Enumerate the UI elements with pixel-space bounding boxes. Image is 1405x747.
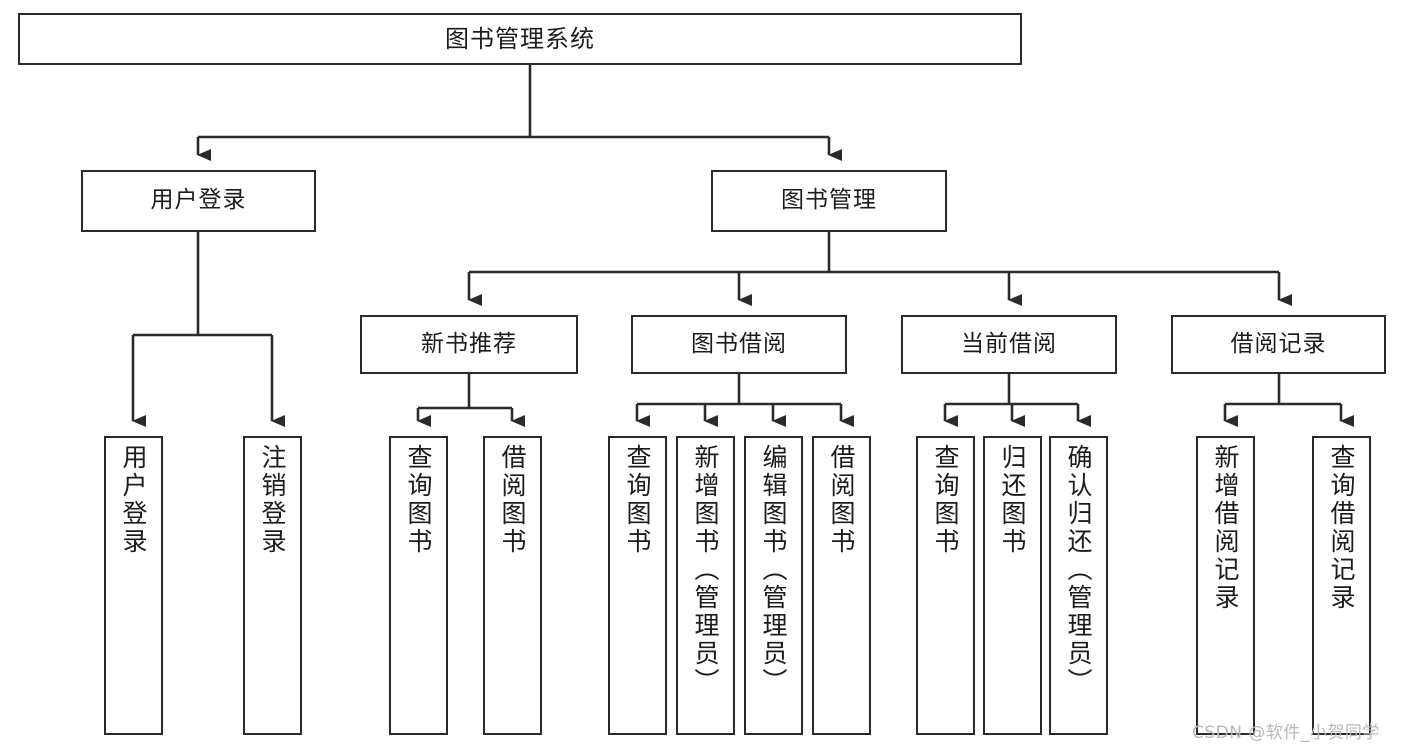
node-label: 图书管理 [781, 187, 877, 214]
node-label: 借阅图书 [498, 444, 527, 556]
leaf-current-confirm-return-admin[interactable]: 确认归还（管理员） [1049, 436, 1108, 735]
node-label: 编辑图书（管理员） [759, 444, 788, 696]
node-label: 确认归还（管理员） [1064, 444, 1093, 696]
leaf-current-return-book[interactable]: 归还图书 [983, 436, 1042, 735]
node-label: 图书借阅 [691, 330, 787, 357]
node-label: 借阅记录 [1230, 330, 1327, 357]
node-current-borrow[interactable]: 当前借阅 [901, 315, 1117, 374]
leaf-recommend-borrow-book[interactable]: 借阅图书 [483, 436, 542, 735]
leaf-current-query-book[interactable]: 查询图书 [916, 436, 975, 735]
leaf-record-add-record[interactable]: 新增借阅记录 [1196, 436, 1255, 735]
node-label: 图书管理系统 [445, 24, 595, 53]
node-label: 用户登录 [150, 187, 247, 214]
node-label: 新增借阅记录 [1211, 444, 1240, 612]
leaf-borrow-query-book[interactable]: 查询图书 [608, 436, 667, 735]
leaf-recommend-query-book[interactable]: 查询图书 [389, 436, 448, 735]
node-book-borrow[interactable]: 图书借阅 [631, 315, 847, 374]
node-label: 新增图书（管理员） [691, 444, 720, 696]
node-label: 注销登录 [258, 444, 287, 556]
node-root-book-management-system[interactable]: 图书管理系统 [18, 13, 1022, 65]
node-label: 查询借阅记录 [1327, 444, 1356, 612]
leaf-record-query-record[interactable]: 查询借阅记录 [1312, 436, 1371, 735]
node-label: 用户登录 [119, 444, 148, 556]
leaf-logout-login[interactable]: 注销登录 [243, 436, 302, 735]
leaf-borrow-add-book-admin[interactable]: 新增图书（管理员） [676, 436, 735, 735]
node-label: 查询图书 [623, 444, 652, 556]
node-label: 借阅图书 [827, 444, 856, 556]
leaf-borrow-borrow-book[interactable]: 借阅图书 [812, 436, 871, 735]
csdn-watermark: CSDN @软件_小贺同学 [1192, 723, 1380, 743]
node-new-book-recommend[interactable]: 新书推荐 [360, 315, 578, 374]
node-book-management[interactable]: 图书管理 [711, 170, 947, 232]
node-label: 当前借阅 [961, 330, 1057, 357]
node-label: 归还图书 [998, 444, 1027, 556]
node-label: 新书推荐 [421, 330, 517, 357]
leaf-borrow-edit-book-admin[interactable]: 编辑图书（管理员） [744, 436, 803, 735]
node-label: 查询图书 [404, 444, 433, 556]
node-borrow-record[interactable]: 借阅记录 [1171, 315, 1386, 374]
node-label: 查询图书 [931, 444, 960, 556]
leaf-user-login[interactable]: 用户登录 [104, 436, 163, 735]
node-user-login[interactable]: 用户登录 [81, 170, 316, 232]
